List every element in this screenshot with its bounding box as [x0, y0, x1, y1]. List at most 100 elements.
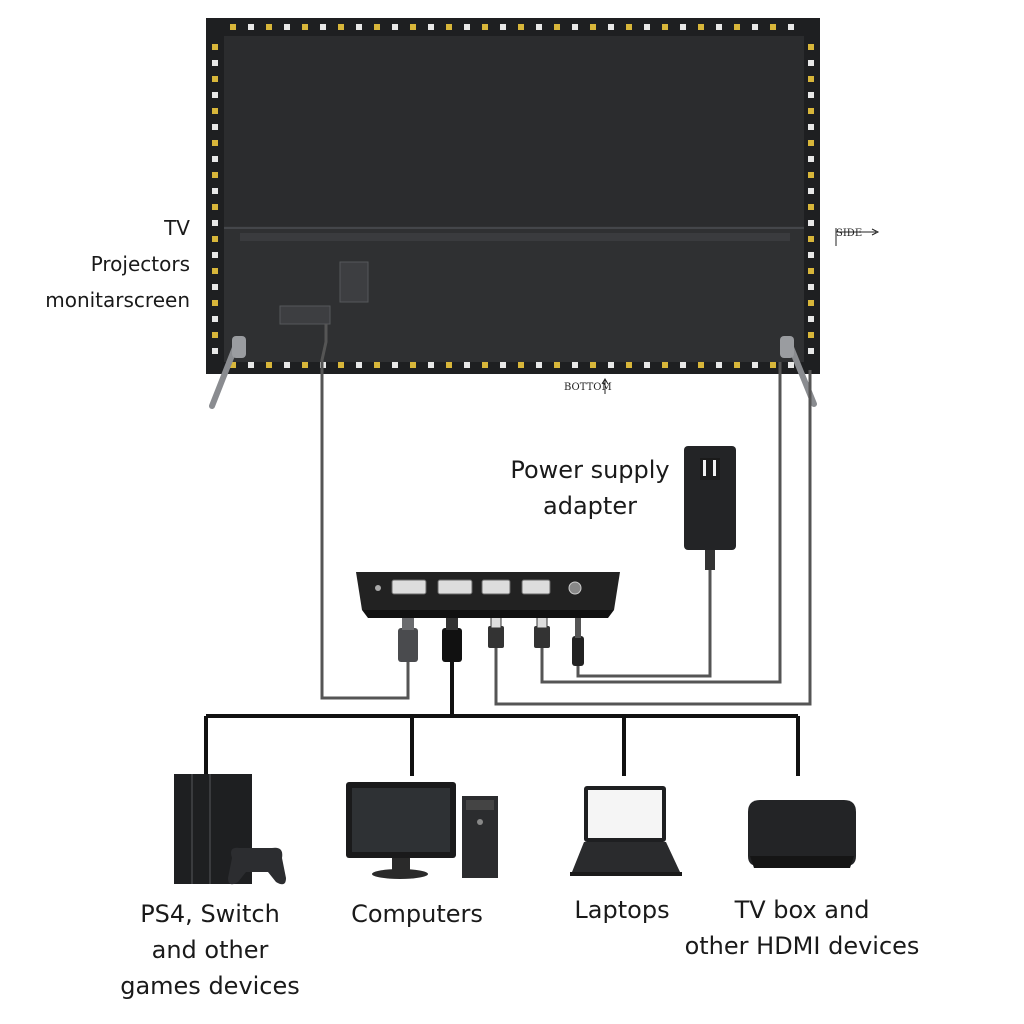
led-dot: [788, 362, 794, 368]
laptop-icon: [570, 786, 682, 876]
label-monitor: monitarscreen: [45, 288, 190, 312]
device-label-line: other HDMI devices: [684, 932, 920, 960]
led-dot: [248, 24, 254, 30]
led-dot: [284, 24, 290, 30]
led-dot: [212, 76, 218, 82]
led-dot: [536, 362, 542, 368]
led-dot: [446, 362, 452, 368]
led-dot: [572, 24, 578, 30]
led-dot: [212, 204, 218, 210]
led-dot: [644, 24, 650, 30]
led-dot: [302, 362, 308, 368]
led-dot: [770, 24, 776, 30]
device-label-computers: Computers: [332, 896, 502, 932]
led-dot: [626, 24, 632, 30]
cable-plugs: [398, 611, 584, 666]
led-dot: [808, 204, 814, 210]
device-bus: [204, 662, 800, 776]
side-arrow-icon: [835, 228, 880, 246]
device-label-line: and other: [151, 936, 269, 964]
led-dot: [500, 362, 506, 368]
led-dot: [808, 348, 814, 354]
power-adapter-icon: [684, 446, 736, 570]
led-dot: [374, 362, 380, 368]
display-types-label: TV Projectors monitarscreen: [20, 210, 190, 318]
led-dot: [266, 362, 272, 368]
led-dot: [212, 156, 218, 162]
led-dot: [248, 362, 254, 368]
tv-box-icon: [748, 800, 856, 868]
led-dot: [212, 44, 218, 50]
bottom-tag: BOTTOM: [564, 382, 612, 393]
device-label-tvbox: TV box and other HDMI devices: [684, 892, 920, 964]
bottom-arrow-icon: [601, 378, 609, 394]
led-dot: [410, 362, 416, 368]
power-label-line1: Power supply: [510, 456, 670, 484]
led-dot: [770, 362, 776, 368]
label-tv: TV: [164, 216, 190, 240]
led-dot: [808, 92, 814, 98]
led-dot: [428, 24, 434, 30]
led-dot: [212, 284, 218, 290]
led-dot: [680, 24, 686, 30]
led-dot: [752, 362, 758, 368]
led-dot: [752, 24, 758, 30]
led-dot: [212, 172, 218, 178]
led-dot: [808, 76, 814, 82]
led-dot: [608, 362, 614, 368]
device-label-line: PS4, Switch: [140, 900, 280, 928]
side-tag: SIDE: [836, 228, 863, 239]
led-dot: [788, 24, 794, 30]
led-dot: [680, 362, 686, 368]
led-dot: [554, 24, 560, 30]
led-dot: [698, 362, 704, 368]
led-dot: [500, 24, 506, 30]
led-dot: [212, 92, 218, 98]
desktop-computer-icon: [346, 782, 498, 879]
led-dot: [626, 362, 632, 368]
led-dot: [808, 252, 814, 258]
led-dot: [662, 362, 668, 368]
led-dot: [608, 24, 614, 30]
led-dot: [644, 362, 650, 368]
led-dot: [302, 24, 308, 30]
power-supply-label: Power supply adapter: [505, 452, 675, 524]
label-projectors: Projectors: [90, 252, 190, 276]
led-dot: [212, 252, 218, 258]
led-dot: [518, 24, 524, 30]
led-dot: [662, 24, 668, 30]
led-dot: [392, 24, 398, 30]
led-dot: [284, 362, 290, 368]
led-dot: [808, 236, 814, 242]
led-dot: [808, 156, 814, 162]
led-dot: [374, 24, 380, 30]
led-dot: [392, 362, 398, 368]
led-dot: [212, 60, 218, 66]
led-dot: [212, 300, 218, 306]
led-dot: [808, 140, 814, 146]
led-dot: [212, 140, 218, 146]
led-dot: [808, 108, 814, 114]
led-dot: [338, 362, 344, 368]
led-dot: [808, 316, 814, 322]
led-dot: [808, 332, 814, 338]
led-dot: [572, 362, 578, 368]
led-dot: [212, 316, 218, 322]
led-dot: [356, 24, 362, 30]
led-dot: [212, 108, 218, 114]
led-strip: [212, 24, 814, 368]
led-dot: [212, 188, 218, 194]
led-dot: [808, 220, 814, 226]
led-dot: [320, 24, 326, 30]
led-dot: [698, 24, 704, 30]
led-dot: [716, 24, 722, 30]
device-label-line: TV box and: [734, 896, 870, 924]
led-dot: [356, 362, 362, 368]
led-dot: [808, 284, 814, 290]
led-dot: [734, 362, 740, 368]
led-dot: [464, 24, 470, 30]
device-label-laptops: Laptops: [552, 892, 692, 928]
power-label-line2: adapter: [543, 492, 637, 520]
led-dot: [230, 362, 236, 368]
